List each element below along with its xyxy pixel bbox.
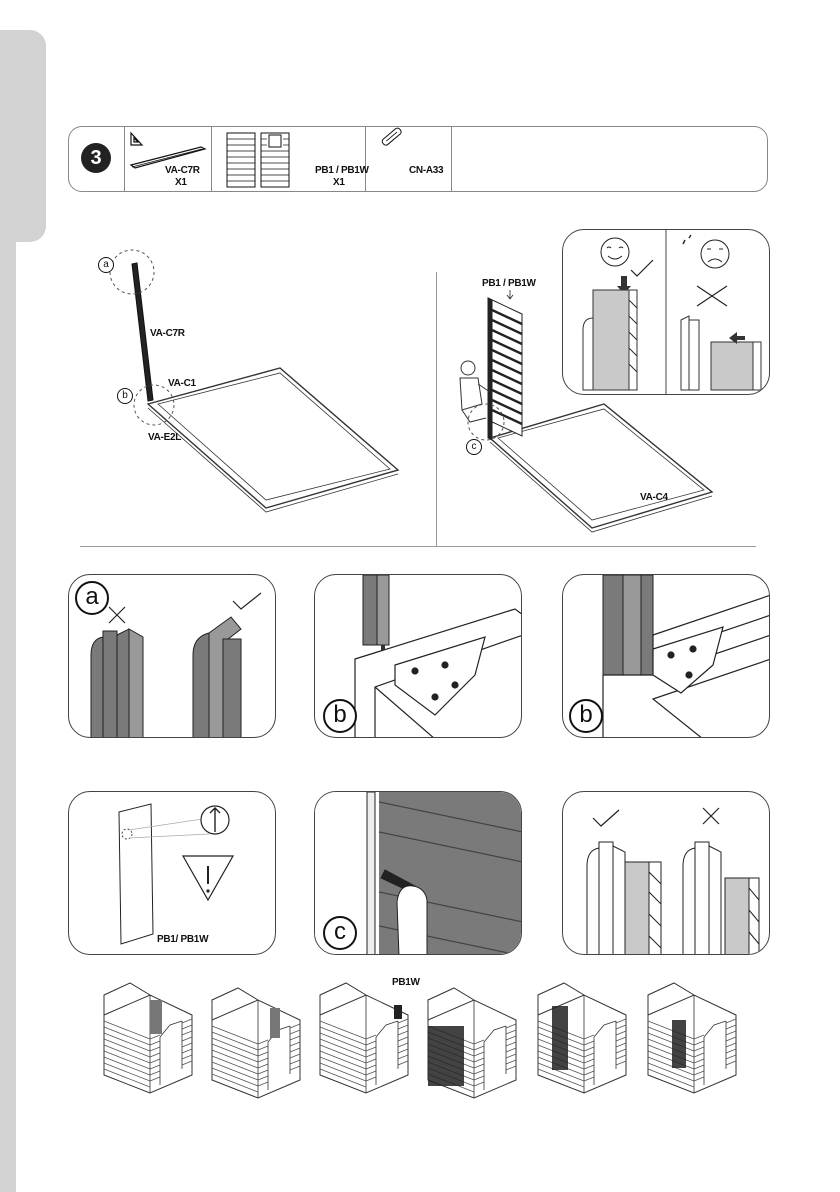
shed-highlight-6 [672,1020,686,1068]
callout-circle-a [110,250,154,294]
right-wall-panel [488,290,522,440]
callout-letter-c: c [466,439,482,455]
profile-with-panel [583,290,637,390]
shed-step-5 [538,983,626,1093]
sequence-highlight-label: PB1W [392,977,420,988]
panel-direction-panel: PB1/ PB1W [68,791,276,955]
callout-letter-a: a [98,257,114,273]
detail-a-panel: a [68,574,276,738]
panel-dir-label: PB1/ PB1W [157,934,208,945]
arrow-up-icon [201,806,229,834]
callout-letter-b: b [117,388,133,404]
right-base-frame [490,404,712,532]
detail-letter-b: b [569,699,603,733]
shed-step-6 [648,983,736,1093]
detail-c-panel: c [314,791,522,955]
cross-icon [109,607,125,623]
shed-highlight-3 [394,1005,402,1019]
check-icon [233,593,261,609]
frame-label-left: VA-C1 [168,378,196,389]
corner-label: VA-E2L [148,432,181,443]
cross-icon [703,808,719,824]
profile-right-orientation [193,617,241,738]
shed-step-4 [428,988,516,1098]
pole-label: VA-C7R [150,328,185,339]
callout-circle-b [134,385,174,425]
cross-icon [697,286,727,306]
left-base-frame [148,368,398,512]
shed-highlight-2 [270,1008,280,1038]
frame-label-right: VA-C4 [640,492,668,503]
right-wrong-insert-panel [562,229,770,395]
shed-step-3 [320,983,408,1093]
check-icon [631,260,653,276]
warning-icon [183,856,233,900]
profile-lock-wrong [683,842,759,955]
shed-highlight-4 [428,1026,464,1086]
detail-letter-a: a [75,581,109,615]
panel-sheet [119,804,153,944]
person-figure [460,361,490,422]
shed-step-1 [104,983,192,1093]
detail-letter-b: b [323,699,357,733]
detail-letter-c: c [323,916,357,950]
vertical-divider [436,272,437,546]
check-icon [593,810,619,826]
happy-face-icon [601,238,629,266]
profile-wrong [681,316,761,390]
detail-b1-panel: b [314,574,522,738]
profile-wrong-orientation [91,629,143,738]
pole-installed [603,575,653,675]
shed-highlight-5 [552,1006,568,1070]
pole-descending [363,575,389,645]
profile-lock-right [587,842,661,955]
panel-label: PB1 / PB1W [482,278,536,289]
shed-highlight-1 [150,1000,162,1034]
right-wrong-lock-panel [562,791,770,955]
detail-b2-panel: b [562,574,770,738]
shed-step-2 [212,988,300,1098]
horizontal-divider [80,546,756,547]
sad-face-icon [683,235,729,268]
